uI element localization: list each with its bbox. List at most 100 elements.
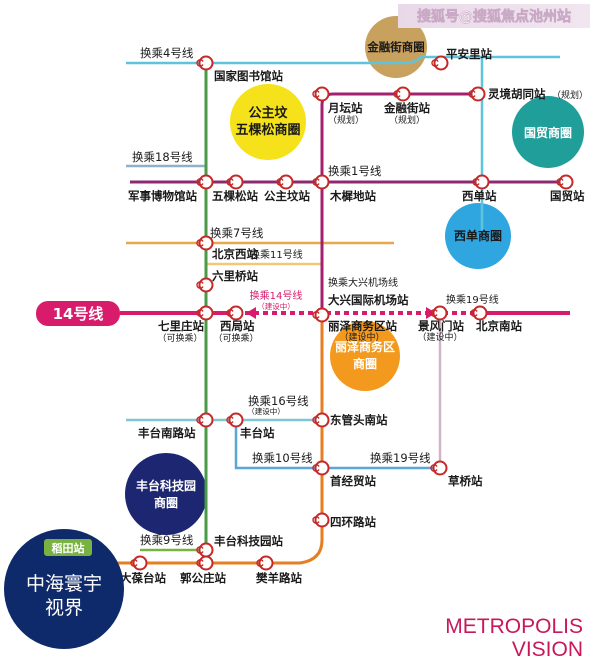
station-sihuanlu: 四环路站 bbox=[330, 515, 376, 529]
transfer-1: 换乘1号线 bbox=[328, 164, 382, 178]
metro-logo-icon bbox=[312, 416, 320, 424]
station-wukesong: 五棵松站 bbox=[212, 189, 258, 203]
station-marker-liulichiao bbox=[198, 277, 214, 293]
station-gongzhufen: 公主坟站 bbox=[264, 189, 310, 203]
station-marker-fengtaikejiyuan bbox=[198, 542, 214, 558]
station-daxingairport: 大兴国际机场站 bbox=[328, 293, 409, 307]
station-marker-beijingxi bbox=[198, 235, 214, 251]
metro-logo-icon bbox=[226, 416, 234, 424]
watermark-bg bbox=[398, 4, 590, 28]
metro-logo-icon bbox=[196, 559, 204, 567]
station-fanyanglu: 樊羊路站 bbox=[256, 571, 302, 585]
station-marker-xiju bbox=[228, 305, 244, 321]
station-marker-shoujingmao bbox=[314, 460, 330, 476]
metro-logo-icon bbox=[430, 464, 438, 472]
station-marker-jinrongjie bbox=[395, 86, 411, 102]
metro-logo-icon bbox=[130, 559, 138, 567]
brand-line2: VISION bbox=[512, 638, 583, 661]
station-jinrongjie: 金融街站 bbox=[383, 101, 430, 115]
watermark: 搜狐号@搜狐焦点池州站 bbox=[417, 8, 571, 25]
metro-logo-icon bbox=[196, 239, 204, 247]
metro-logo-icon bbox=[470, 309, 478, 317]
metro-logo-icon bbox=[196, 281, 204, 289]
station-beijingxi: 北京西站 bbox=[212, 247, 258, 261]
line-10 bbox=[234, 420, 440, 470]
zone-guomao-label: 国贸商圈 bbox=[524, 125, 572, 140]
station-liulichiao: 六里桥站 bbox=[212, 269, 258, 283]
station-lingjinghutong: 灵境胡同站 bbox=[488, 87, 546, 101]
brand-line1: METROPOLIS bbox=[445, 615, 583, 638]
station-xiju-note: （可换乘） bbox=[213, 332, 258, 344]
line14-badge bbox=[36, 301, 120, 326]
metro-logo-icon bbox=[226, 309, 234, 317]
station-lize-note: （建设中） bbox=[339, 331, 384, 343]
transfer-10: 换乘10号线 bbox=[252, 451, 313, 465]
zone-gongzhufen-label-1: 公主坟 bbox=[248, 105, 288, 121]
metro-logo-icon bbox=[196, 59, 204, 67]
station-qilizhuang: 七里庄站 bbox=[158, 319, 204, 333]
station-marker-fengtai bbox=[228, 412, 244, 428]
metro-logo-icon bbox=[312, 464, 320, 472]
station-marker-xidan bbox=[474, 174, 490, 190]
station-marker-daxingairport bbox=[314, 307, 330, 323]
station-xidan: 西单站 bbox=[462, 189, 497, 203]
metro-logo-icon bbox=[226, 178, 234, 186]
transfer-14: 换乘14号线 bbox=[250, 289, 303, 302]
station-marker-fengtainanlu bbox=[198, 412, 214, 428]
metro-logo-icon bbox=[468, 90, 476, 98]
metro-logo-icon bbox=[312, 90, 320, 98]
transfer-16: 换乘16号线 bbox=[248, 394, 309, 408]
station-lingjinghutong-note: （规划） bbox=[552, 89, 588, 101]
station-fengtainanlu: 丰台南路站 bbox=[138, 426, 196, 440]
station-marker-caoqiao bbox=[432, 460, 448, 476]
zone-lize bbox=[330, 321, 400, 391]
transfer-16-note: （建设中） bbox=[247, 406, 285, 416]
station-shoujingmao: 首经贸站 bbox=[330, 474, 376, 488]
metro-logo-icon bbox=[312, 178, 320, 186]
metro-logo-icon bbox=[312, 516, 320, 524]
zone-jinrongjie-label: 金融街商圈 bbox=[366, 40, 425, 54]
metro-logo-icon bbox=[196, 309, 204, 317]
station-marker-beijingnan bbox=[472, 305, 488, 321]
metro-logo-icon bbox=[393, 90, 401, 98]
zone-guomao bbox=[512, 96, 584, 168]
station-guojiatushuguan: 国家图书馆站 bbox=[214, 69, 283, 83]
zone-gongzhufen bbox=[230, 84, 306, 160]
station-marker-junshibowuguan bbox=[198, 174, 214, 190]
transfer-19a: 换乘19号线 bbox=[446, 293, 499, 306]
zone-gongzhufen-label-2: 五棵松商圈 bbox=[235, 122, 300, 138]
station-pinganli: 平安里站 bbox=[446, 47, 492, 61]
daotian-badge bbox=[44, 539, 92, 556]
station-marker-guomao bbox=[558, 174, 574, 190]
station-jingfengmen-note: （建设中） bbox=[417, 331, 462, 343]
station-marker-lingjinghutong bbox=[470, 86, 486, 102]
line14-label: 14号线 bbox=[53, 305, 104, 323]
zone-lize-label-1: 丽泽商务区 bbox=[335, 339, 395, 354]
transfer-7: 换乘7号线 bbox=[210, 226, 264, 240]
station-yuetan-note: （规划） bbox=[328, 114, 364, 126]
station-fengtaikejiyuan: 丰台科技园站 bbox=[214, 534, 283, 548]
transfer-9: 换乘9号线 bbox=[140, 533, 194, 547]
zone-zhonghai bbox=[4, 529, 124, 649]
zone-fengtai-label-1: 丰台科技园 bbox=[136, 478, 196, 493]
station-guomao: 国贸站 bbox=[550, 189, 585, 203]
station-dabaotai: 大葆台站 bbox=[120, 571, 166, 585]
station-xiju: 西局站 bbox=[220, 319, 255, 333]
metro-logo-icon bbox=[276, 178, 284, 186]
station-marker-sihuanlu bbox=[314, 512, 330, 528]
station-marker-muxidi bbox=[314, 174, 330, 190]
station-marker-yuetan bbox=[314, 86, 330, 102]
arrow-left bbox=[246, 307, 256, 319]
transfer-daxing: 换乘大兴机场线 bbox=[328, 276, 398, 289]
station-muxidi: 木樨地站 bbox=[329, 189, 376, 203]
station-dongguantounan: 东管头南站 bbox=[330, 413, 388, 427]
station-guogongzhuang: 郭公庄站 bbox=[180, 571, 226, 585]
line-4 bbox=[126, 55, 560, 65]
line-orange-trunk bbox=[112, 315, 324, 565]
metro-logo-icon bbox=[312, 311, 320, 319]
transfer-19b: 换乘19号线 bbox=[370, 451, 431, 465]
metro-logo-icon bbox=[556, 178, 564, 186]
station-jinrongjie-note: （规划） bbox=[389, 114, 425, 126]
zone-fengtai-label-2: 商圈 bbox=[154, 495, 178, 510]
